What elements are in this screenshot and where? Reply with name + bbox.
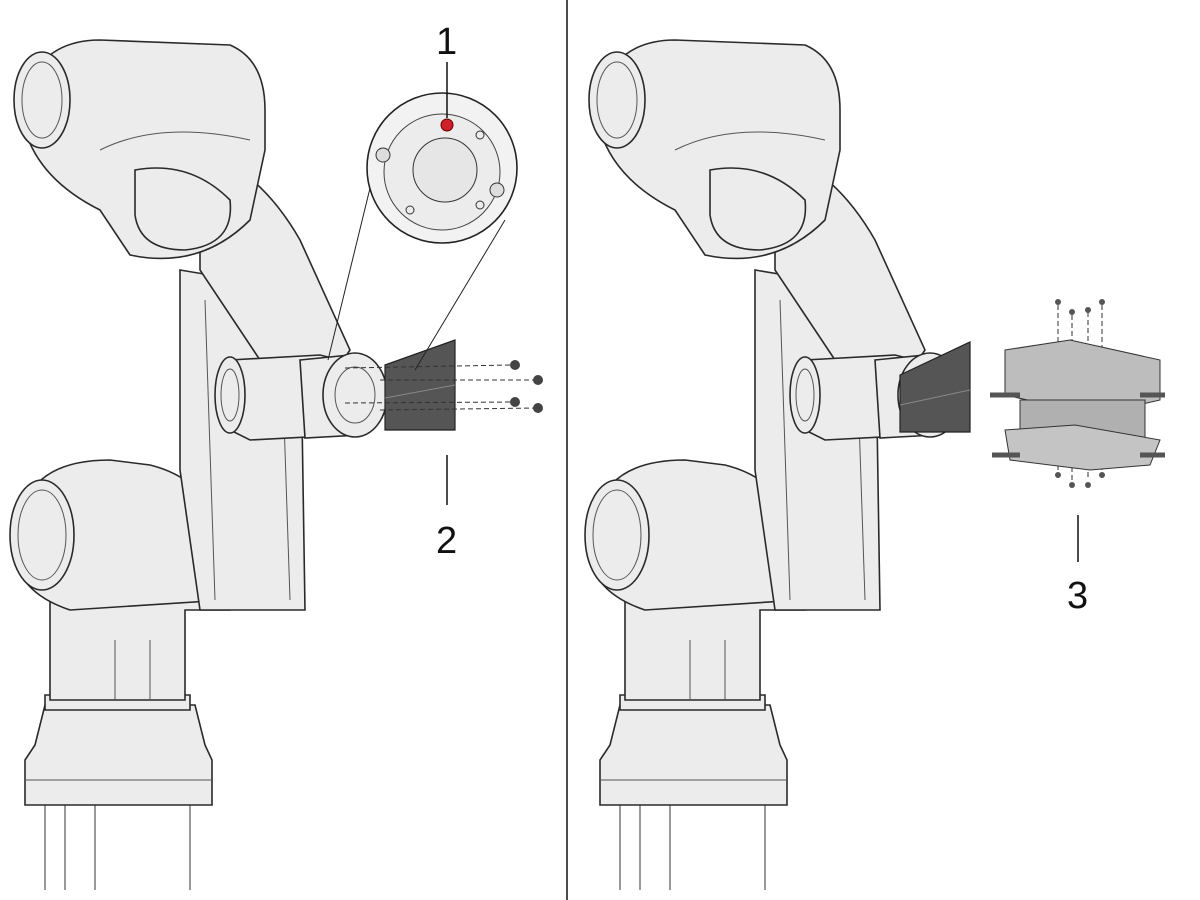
left-flange-plate [384, 339, 456, 431]
left-robot-arm [9, 39, 388, 891]
callout-1: 1 [436, 21, 457, 63]
callout-2: 2 [436, 520, 457, 562]
right-robot-arm [584, 39, 963, 891]
callout-3: 3 [1067, 575, 1088, 617]
gripper-assembly [990, 299, 1165, 488]
right-flange-plate [899, 341, 971, 433]
detail-magnifier [327, 92, 518, 371]
mounting-screws [344, 360, 543, 413]
marker-pin [440, 118, 454, 132]
